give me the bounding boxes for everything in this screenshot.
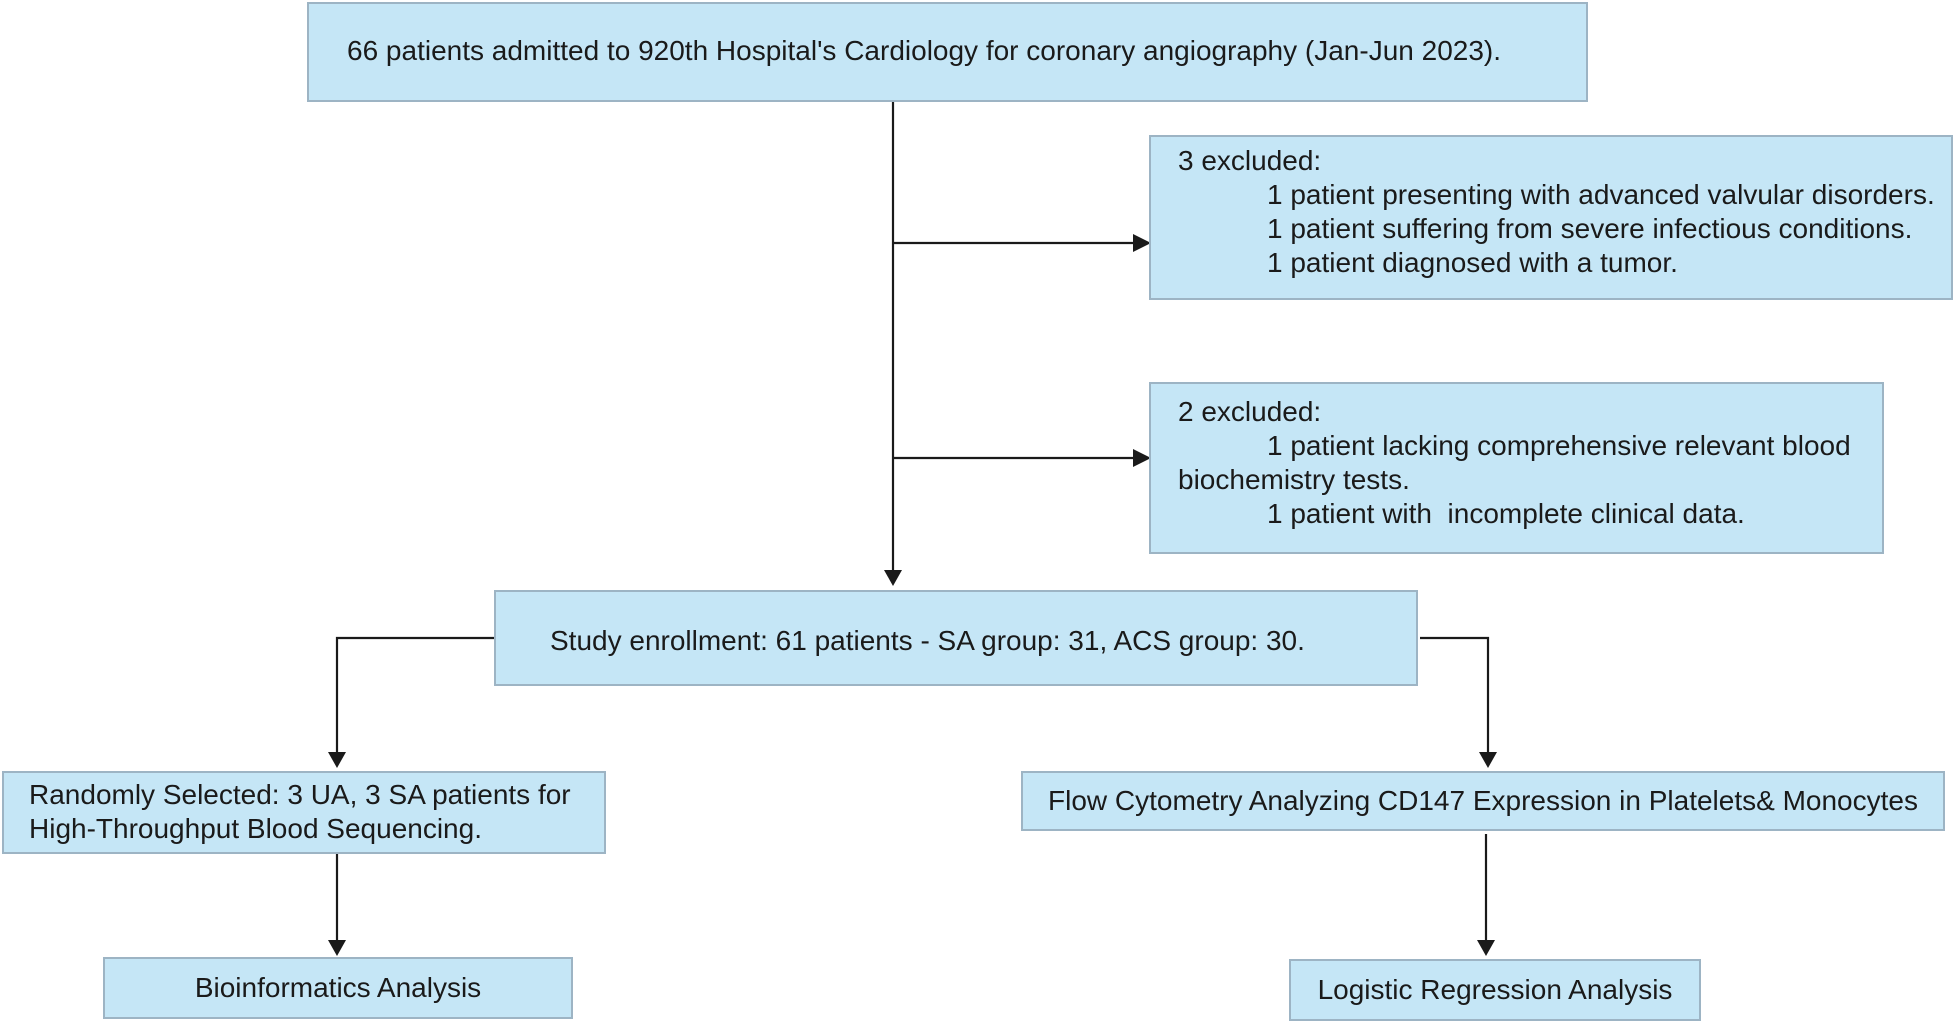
bioinformatics-text: Bioinformatics Analysis	[194, 972, 482, 1003]
flow-cytometry-box: Flow Cytometry Analyzing CD147 Expressio…	[1021, 771, 1945, 831]
exclusion-box-1: 3 excluded: 1 patient presenting with ad…	[1149, 135, 1953, 300]
enrollment-to-flow-cytometry-line	[1420, 636, 1490, 754]
sequencing-box: Randomly Selected: 3 UA, 3 SA patients f…	[2, 771, 606, 854]
flow-cytometry-arrowhead	[1479, 752, 1497, 768]
exclusion-1-arrowhead	[1133, 234, 1151, 252]
exclusion-1-header: 3 excluded:	[1178, 145, 1322, 176]
trunk-arrowhead	[884, 570, 902, 586]
sequencing-text-line-1: Randomly Selected: 3 UA, 3 SA patients f…	[29, 779, 571, 810]
regression-arrowhead	[1477, 940, 1495, 956]
enrollment-to-sequencing-line	[335, 636, 496, 754]
exclusion-2-item-2: 1 patient with incomplete clinical data.	[1267, 498, 1745, 529]
exclusion-1-item: 1 patient presenting with advanced valvu…	[1267, 179, 1935, 210]
exclusion-2-item-1-line-1: 1 patient lacking comprehensive relevant…	[1267, 430, 1851, 461]
exclusion-2-arrowhead	[1133, 449, 1151, 467]
enrollment-text: Study enrollment: 61 patients - SA group…	[550, 625, 1305, 656]
logistic-regression-box: Logistic Regression Analysis	[1289, 959, 1701, 1021]
sequencing-arrowhead	[328, 752, 346, 768]
enrollment-box: Study enrollment: 61 patients - SA group…	[494, 590, 1418, 686]
logistic-regression-text: Logistic Regression Analysis	[1317, 974, 1673, 1005]
admission-text: 66 patients admitted to 920th Hospital's…	[347, 35, 1502, 66]
bioinformatics-box: Bioinformatics Analysis	[103, 957, 573, 1019]
exclusion-1-item: 1 patient diagnosed with a tumor.	[1267, 247, 1678, 278]
exclusion-2-item-1-line-2: biochemistry tests.	[1178, 464, 1410, 495]
exclusion-box-2: 2 excluded: 1 patient lacking comprehens…	[1149, 382, 1884, 554]
bioinformatics-arrowhead	[328, 940, 346, 956]
exclusion-2-header: 2 excluded:	[1178, 396, 1322, 427]
exclusion-1-item: 1 patient suffering from severe infectio…	[1267, 213, 1913, 244]
admission-box: 66 patients admitted to 920th Hospital's…	[307, 2, 1588, 102]
flow-cytometry-text: Flow Cytometry Analyzing CD147 Expressio…	[1048, 785, 1918, 816]
sequencing-text-line-2: High-Throughput Blood Sequencing.	[29, 813, 482, 844]
